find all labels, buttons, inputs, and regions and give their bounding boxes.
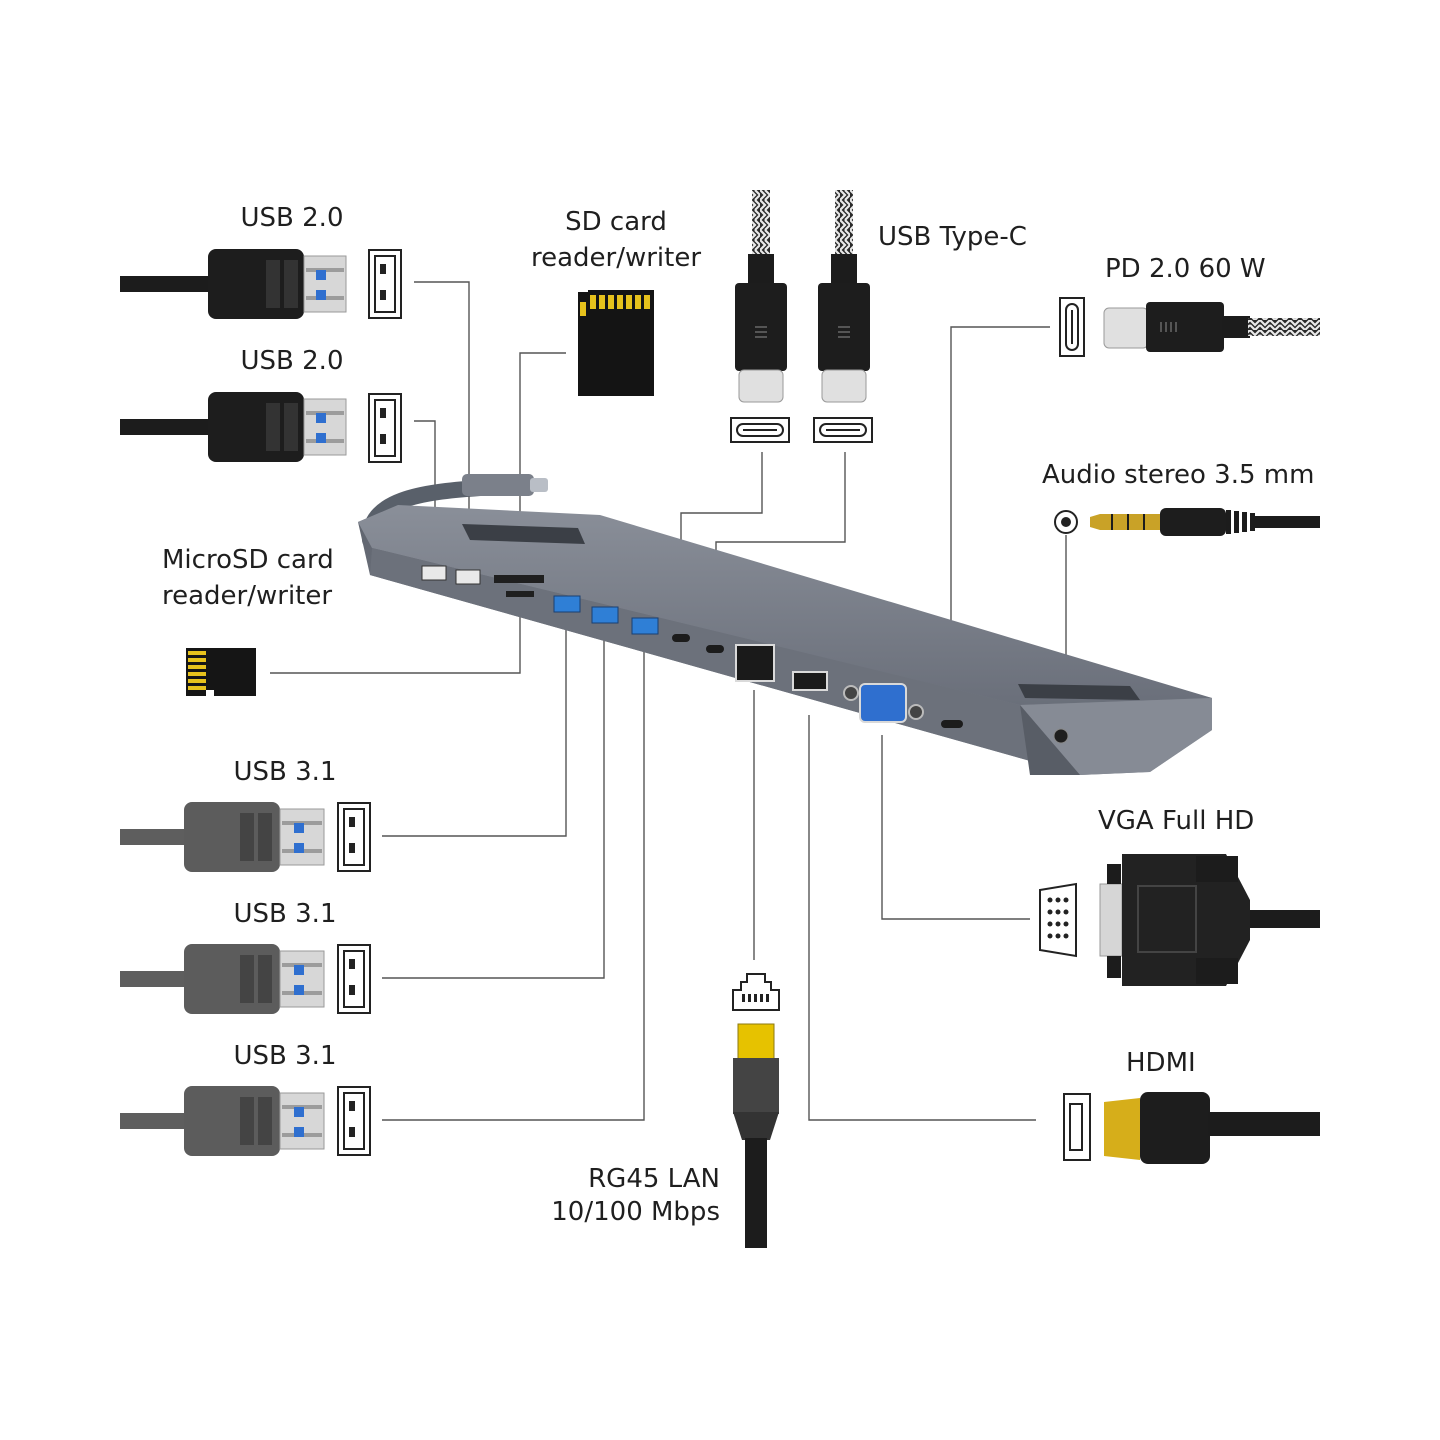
microsd-card-icon [186,648,256,696]
sd-slot-icon [494,575,544,583]
usb-a-port-icon [368,393,402,463]
usb-c-port-icon [706,645,724,653]
microsd-label: MicroSD card [162,545,334,575]
usb3-port-icon [631,617,659,635]
usb-c-port-icon [672,634,690,642]
usb20-label: USB 2.0 [240,203,344,233]
usb-c-port-icon [730,417,790,443]
audio-jack-icon [1053,728,1069,744]
usb-a-port-icon [337,944,371,1014]
rj45-port-icon [735,644,775,682]
sd-card-label: SD card [565,207,667,237]
usb-a-port-icon [337,802,371,872]
pd-cable-icon [1059,297,1320,357]
sd-card-label: reader/writer [530,243,702,273]
usb-c-cable-icon [735,190,787,403]
usb20-label: USB 2.0 [240,346,344,376]
hdmi-port-icon [792,671,828,691]
lan-cable-icon [732,973,780,1248]
usb31-label: USB 3.1 [233,899,337,929]
usb-a-port-icon [368,249,402,319]
usb31-cable-icon [119,801,325,873]
microsd-slot-icon [506,591,534,597]
audio-cable-icon [1054,508,1320,536]
sd-card-icon [578,290,654,396]
audio-label: Audio stereo 3.5 mm [1042,460,1315,490]
vga-label: VGA Full HD [1098,806,1255,836]
hdmi-cable-icon [1063,1092,1320,1164]
usb31-cable-icon [119,943,325,1015]
usb2-cable-icon [119,248,347,320]
usb31-label: USB 3.1 [233,757,337,787]
pd-label: PD 2.0 60 W [1105,254,1266,284]
lan-label: 10/100 Mbps [551,1197,720,1227]
usb-type-c-label: USB Type-C [878,222,1027,252]
docking-hub [358,474,1212,775]
microsd-label: reader/writer [162,581,333,611]
pd-usb-c-port-icon [941,720,963,728]
usb31-cable-icon [119,1085,325,1157]
connector-lines [270,281,1067,1121]
usb-c-port-icon [813,417,873,443]
usb-c-cable-icon [818,190,870,403]
usb31-label: USB 3.1 [233,1041,337,1071]
lan-label: RG45 LAN [588,1164,720,1194]
usb-a-port-icon [337,1086,371,1156]
usb2-cable-icon [119,391,347,463]
usb2-port-icon [455,569,481,585]
hdmi-label: HDMI [1126,1048,1196,1078]
usb3-port-icon [591,606,619,624]
usb3-port-icon [553,595,581,613]
vga-port-icon [859,683,907,723]
usb2-port-icon [421,565,447,581]
vga-cable-icon [1039,854,1320,986]
